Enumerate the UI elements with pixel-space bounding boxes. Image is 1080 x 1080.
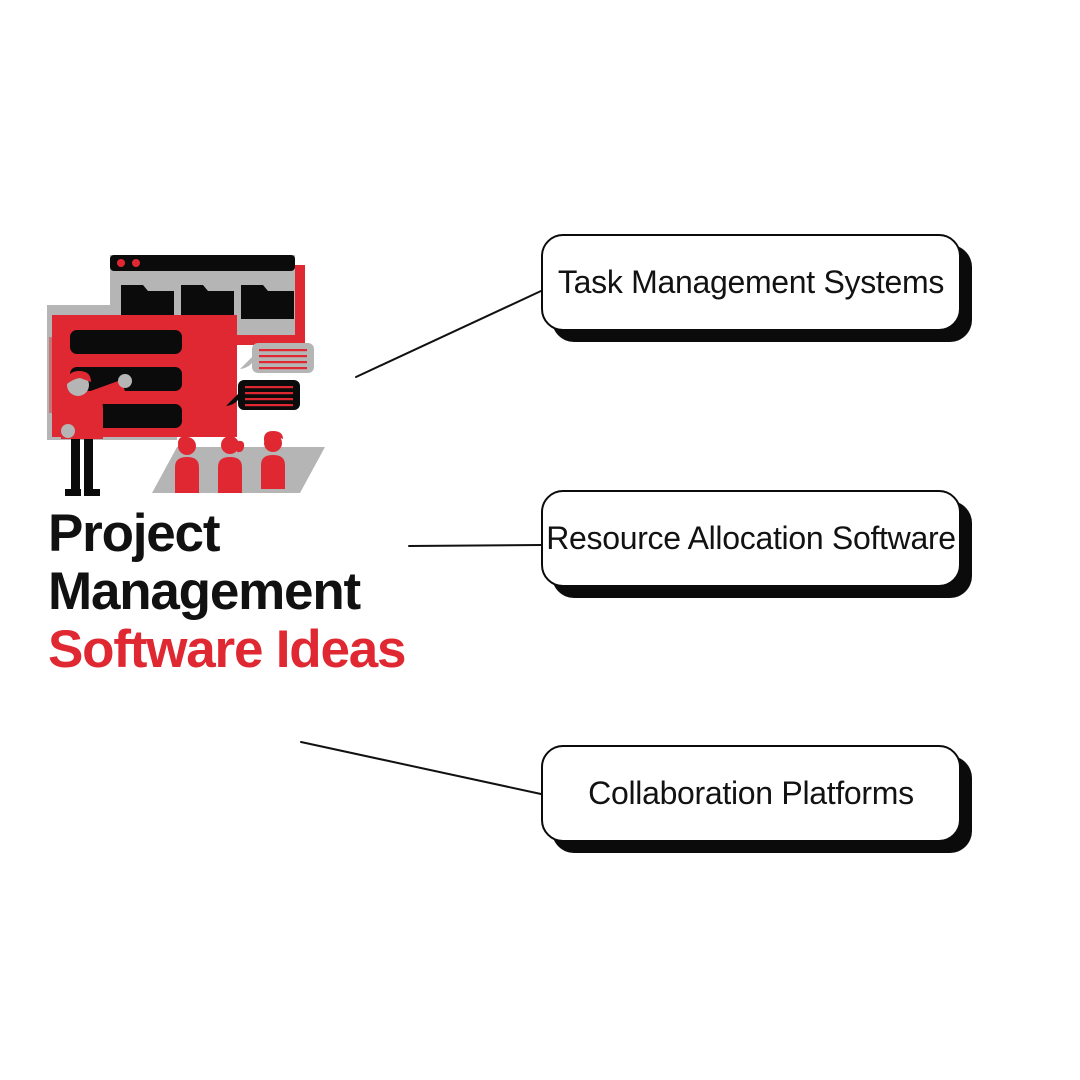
presenter-hair xyxy=(67,371,91,384)
chat-bubble-line xyxy=(259,349,307,352)
card-face[interactable]: Resource Allocation Software xyxy=(541,490,961,587)
chat-bubble-line xyxy=(259,355,307,358)
chat-bubble-line xyxy=(245,404,293,407)
card-face[interactable]: Task Management Systems xyxy=(541,234,961,331)
audience-figure xyxy=(261,431,285,489)
audience-figure xyxy=(218,436,245,493)
browser-title-bar xyxy=(110,255,295,271)
page-title: Project Management Software Ideas xyxy=(48,505,478,679)
card-label: Task Management Systems xyxy=(557,264,945,300)
card-face[interactable]: Collaboration Platforms xyxy=(541,745,961,842)
folder-icon xyxy=(181,285,234,319)
browser-dot-icon xyxy=(117,259,125,267)
project-management-illustration xyxy=(45,245,335,500)
presenter-arm xyxy=(85,380,125,405)
presenter-leg xyxy=(84,435,93,495)
connector-line-1 xyxy=(355,290,542,378)
chat-bubble-line xyxy=(245,398,293,401)
presenter-leg xyxy=(71,435,80,495)
connector-line-3 xyxy=(300,741,542,795)
idea-card-collaboration-platforms[interactable]: Collaboration Platforms xyxy=(541,745,972,853)
audience-figure xyxy=(175,436,199,493)
idea-card-resource-allocation-software[interactable]: Resource Allocation Software xyxy=(541,490,972,598)
headline-line-3: Software Ideas xyxy=(48,620,406,679)
chat-bubble-gray xyxy=(240,343,314,373)
folder-icon xyxy=(241,285,294,319)
task-bar xyxy=(70,330,182,354)
chat-bubble-line xyxy=(259,367,307,370)
idea-card-task-management-systems[interactable]: Task Management Systems xyxy=(541,234,972,342)
presenter-hand xyxy=(61,424,75,438)
chat-bubble-black xyxy=(226,380,300,410)
presenter-figure xyxy=(61,371,132,496)
browser-dot-icon xyxy=(132,259,140,267)
presenter-shoe xyxy=(84,489,100,496)
chat-bubble-line xyxy=(245,386,293,389)
folder-icon xyxy=(121,285,174,319)
chat-bubble-line xyxy=(259,361,307,364)
presenter-hand xyxy=(118,374,132,388)
presenter-shoe xyxy=(65,489,81,496)
headline-line-2: Management xyxy=(48,562,361,621)
red-panel-texture-edge xyxy=(49,337,54,413)
card-label: Resource Allocation Software xyxy=(546,520,956,556)
chat-bubble-line xyxy=(245,392,293,395)
card-label: Collaboration Platforms xyxy=(588,775,914,811)
headline-line-1: Project xyxy=(48,504,220,563)
